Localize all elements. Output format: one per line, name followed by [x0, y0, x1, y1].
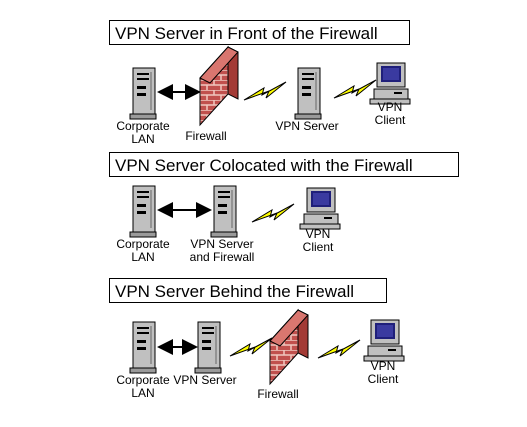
vpn-client-computer-icon: [363, 319, 405, 362]
vpn-server-label: VPN Server: [275, 119, 339, 133]
section-1-diagram: [129, 45, 411, 127]
vpn-server-icon: [194, 321, 222, 374]
section-3-diagram: [129, 308, 405, 386]
firewall-icon: [199, 45, 239, 127]
section-3-title: VPN Server Behind the Firewall: [109, 278, 387, 303]
vpn-link-bolt-icon: [251, 203, 295, 223]
vpn-server-label: VPN Server: [173, 373, 237, 387]
vpn-link-bolt-icon: [333, 79, 377, 99]
vpn-server-icon: [294, 67, 322, 120]
vpn-link-bolt-icon: [229, 337, 273, 357]
section-2-diagram: [129, 185, 341, 238]
firewall-label: Firewall: [185, 129, 227, 143]
vpn-link-bolt-icon: [317, 339, 361, 359]
corporate-lan-server-icon: [129, 185, 157, 238]
section-2-title: VPN Server Colocated with the Firewall: [109, 152, 459, 177]
corporate-lan-server-icon: [129, 67, 157, 120]
section-1-title: VPN Server in Front of the Firewall: [109, 20, 410, 45]
vpn-link-bolt-icon: [243, 81, 287, 101]
vpn-client-computer-icon: [369, 62, 411, 105]
firewall-icon: [269, 308, 309, 386]
vpn-server-firewall-icon: [210, 185, 238, 238]
vpn-client-computer-icon: [299, 187, 341, 230]
corporate-lan-server-icon: [129, 321, 157, 374]
firewall-label: Firewall: [257, 387, 299, 401]
